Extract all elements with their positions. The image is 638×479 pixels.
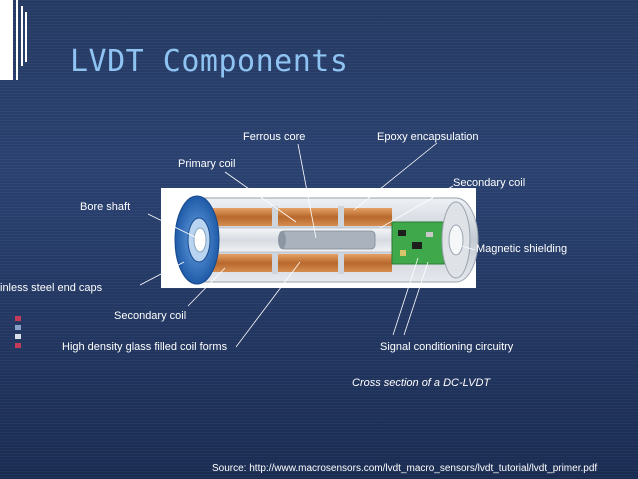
slide-title: LVDT Components	[70, 44, 349, 79]
slide-side-decoration	[14, 316, 24, 356]
label-bore-shaft: Bore shaft	[80, 201, 131, 213]
ferrous-core	[279, 230, 376, 250]
coil-bottom-right	[344, 254, 392, 272]
label-magnetic-shielding: Magnetic shielding	[476, 243, 568, 255]
label-signal-conditioning: Signal conditioning circuitry	[380, 341, 514, 353]
circuit-board	[391, 221, 445, 265]
label-end-caps: inless steel end caps	[0, 282, 103, 294]
label-secondary-coil-top: Secondary coil	[453, 177, 526, 189]
slide-corner-decoration	[0, 0, 30, 80]
coil-bottom-left	[212, 254, 272, 272]
label-secondary-coil-bottom: Secondary coil	[114, 310, 187, 322]
diagram-caption: Cross section of a DC-LVDT	[352, 377, 491, 389]
coil-top-mid	[278, 208, 338, 226]
label-primary-coil: Primary coil	[178, 158, 236, 170]
source-citation: Source: http://www.macrosensors.com/lvdt…	[212, 463, 598, 474]
coil-bottom-mid	[278, 254, 338, 272]
coil-top-right	[344, 208, 392, 226]
coil-top-left	[212, 208, 272, 226]
label-coil-forms: High density glass filled coil forms	[62, 341, 228, 353]
label-ferrous-core: Ferrous core	[243, 131, 306, 143]
label-epoxy-encapsulation: Epoxy encapsulation	[377, 131, 479, 143]
